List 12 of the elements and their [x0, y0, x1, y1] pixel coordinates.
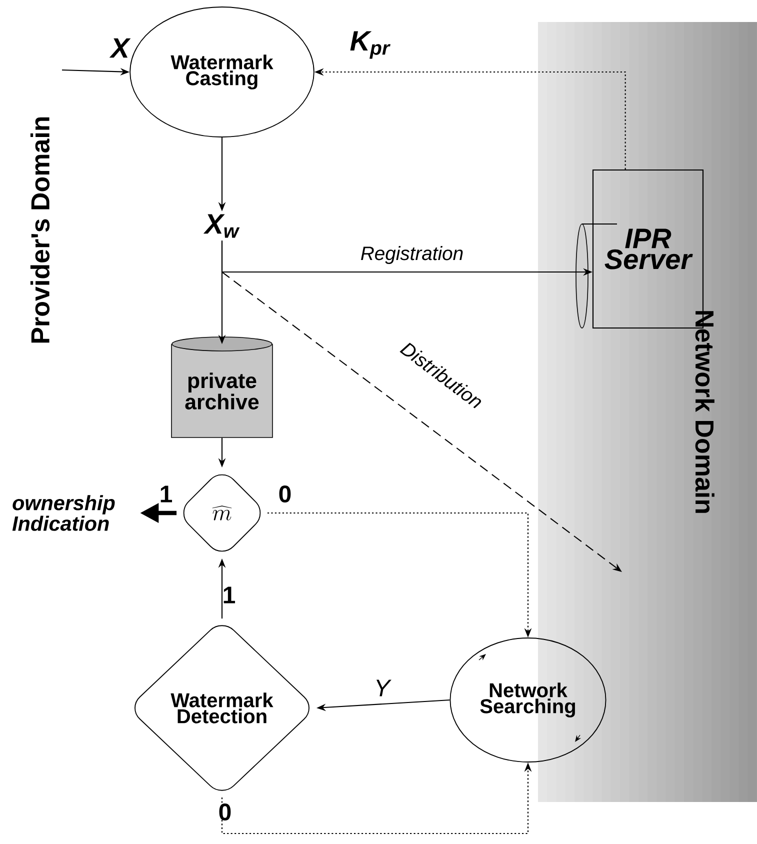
edge-label: 1 — [224, 586, 236, 604]
archive-cylinder: private archive — [171, 336, 273, 438]
signal-label: ownership Indication — [12, 495, 115, 531]
edge-label: Y — [376, 680, 392, 696]
signal-label: X$_{w}$ — [203, 214, 240, 238]
edge-label: 0 — [219, 804, 231, 820]
edge-label: 1 — [160, 486, 172, 502]
domain-label: Provider's Domain — [30, 117, 50, 343]
edge-label: K$_{pr}$ — [350, 31, 390, 59]
edge-label: X — [109, 38, 131, 58]
edge-label: Registration — [361, 246, 463, 264]
edge-label: 0 — [279, 486, 291, 502]
